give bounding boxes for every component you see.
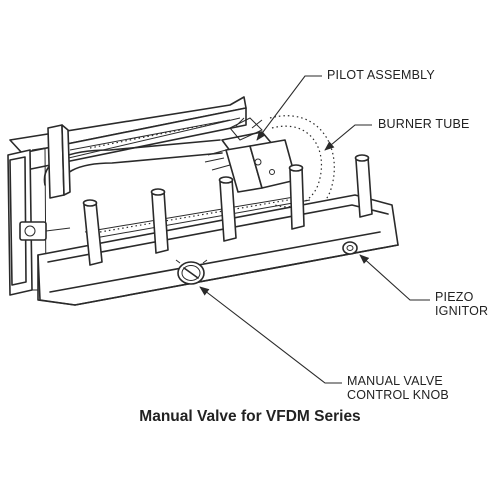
grate-bars — [82, 154, 373, 266]
burner-tube-text: BURNER TUBE — [378, 117, 470, 131]
piezo-line-2: IGNITOR — [435, 304, 489, 318]
valve-fitting — [19, 221, 71, 241]
pilot-assembly — [204, 117, 297, 193]
figure-caption: Manual Valve for VFDM Series — [139, 408, 361, 425]
pilot-assembly-label: PILOT ASSEMBLY — [327, 68, 435, 82]
manual-line-2: CONTROL KNOB — [347, 388, 449, 402]
manual-valve-label: MANUAL VALVE CONTROL KNOB — [347, 374, 449, 402]
pilot-assembly-text: PILOT ASSEMBLY — [327, 68, 435, 82]
piezo-ignitor-label: PIEZO IGNITOR — [435, 290, 488, 318]
piezo-ignitor — [342, 241, 358, 255]
piezo-line-1: PIEZO — [435, 290, 474, 304]
burner-pan — [37, 194, 399, 306]
control-knob — [175, 259, 208, 285]
back-standoff — [47, 124, 71, 199]
manual-line-1: MANUAL VALVE — [347, 374, 443, 388]
leader-lines — [199, 75, 430, 384]
burner-tube-label: BURNER TUBE — [378, 117, 470, 131]
